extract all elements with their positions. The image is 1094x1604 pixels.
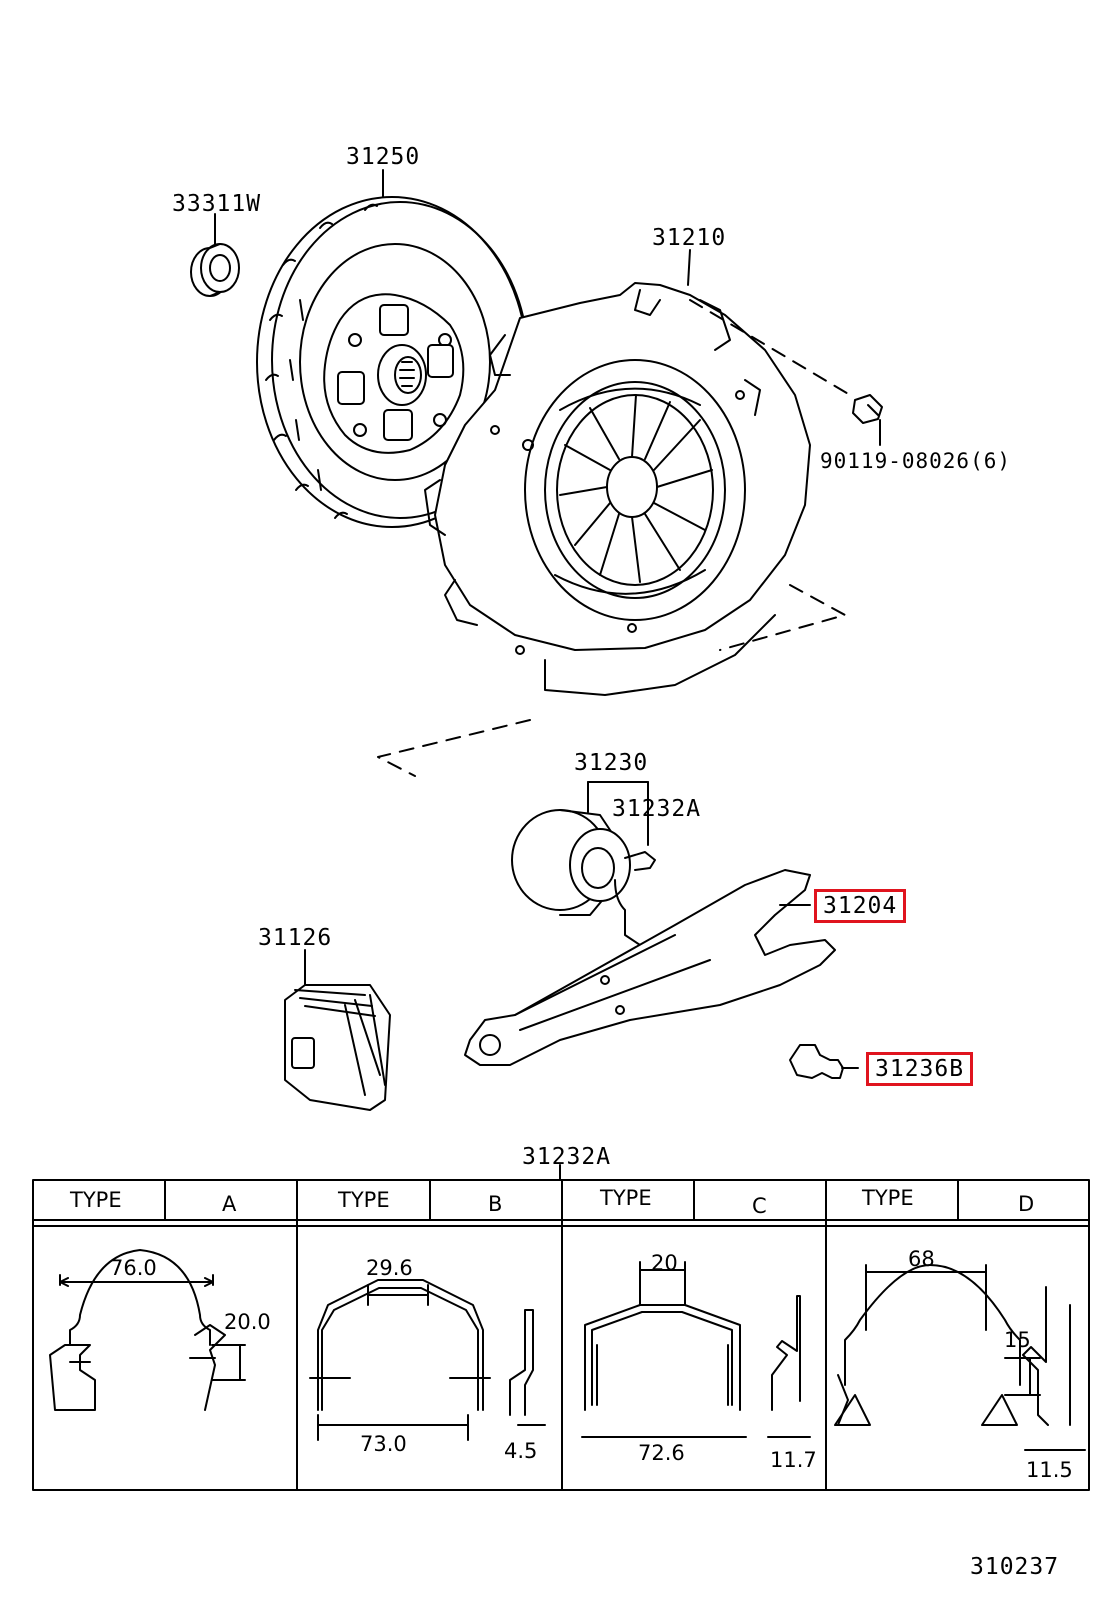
- release-fork-boot-drawing: [285, 950, 390, 1110]
- clip-type-a-drawing: [50, 1250, 245, 1410]
- part-label-31204-highlighted[interactable]: 31204: [814, 889, 907, 923]
- dim-c-width: 72.6: [638, 1441, 685, 1465]
- dim-b-top: 29.6: [366, 1256, 413, 1280]
- dashed-leaders: [378, 300, 850, 776]
- part-label-90119-08026: 90119-08026(6): [820, 449, 1012, 473]
- dim-b-width: 73.0: [360, 1432, 407, 1456]
- release-fork-drawing: [465, 870, 835, 1065]
- dim-a-width: 76.0: [110, 1256, 157, 1280]
- clip-type-table: [33, 1165, 1089, 1490]
- part-label-31210: 31210: [652, 225, 727, 251]
- part-label-31230: 31230: [574, 750, 649, 776]
- dim-d-width: 68: [908, 1247, 935, 1271]
- clutch-cover-drawing: [425, 250, 810, 695]
- table-title: 31232A: [522, 1144, 612, 1170]
- drawing-number: 310237: [970, 1554, 1060, 1580]
- part-label-31250: 31250: [346, 144, 421, 170]
- dim-d-height: 15: [1004, 1328, 1031, 1352]
- part-label-33311w: 33311W: [172, 191, 262, 217]
- dim-c-thickness: 11.7: [770, 1448, 817, 1472]
- part-label-31126: 31126: [258, 925, 333, 951]
- part-label-31236b-highlighted[interactable]: 31236B: [866, 1052, 974, 1086]
- release-bearing-drawing: [512, 782, 655, 945]
- type-c-value: C: [752, 1194, 767, 1218]
- type-b-header-label: TYPE: [338, 1188, 390, 1212]
- type-d-value: D: [1018, 1192, 1035, 1216]
- part-label-31232a: 31232A: [612, 796, 702, 822]
- pilot-bearing-drawing: [191, 214, 239, 296]
- type-a-value: A: [222, 1192, 237, 1216]
- type-b-value: B: [488, 1192, 503, 1216]
- pivot-stud-drawing: [790, 1045, 858, 1078]
- type-c-header-label: TYPE: [600, 1186, 652, 1210]
- dim-d-thickness: 11.5: [1026, 1458, 1073, 1482]
- dim-c-top: 20: [651, 1251, 678, 1275]
- clip-type-c-drawing: [582, 1262, 810, 1437]
- dim-a-height: 20.0: [224, 1310, 271, 1334]
- type-d-header-label: TYPE: [862, 1186, 914, 1210]
- clip-type-d-drawing: [835, 1265, 1085, 1450]
- clip-type-b-drawing: [310, 1280, 545, 1440]
- type-a-header-label: TYPE: [70, 1188, 122, 1212]
- dim-b-thickness: 4.5: [504, 1439, 538, 1463]
- bolt-drawing: [853, 395, 882, 445]
